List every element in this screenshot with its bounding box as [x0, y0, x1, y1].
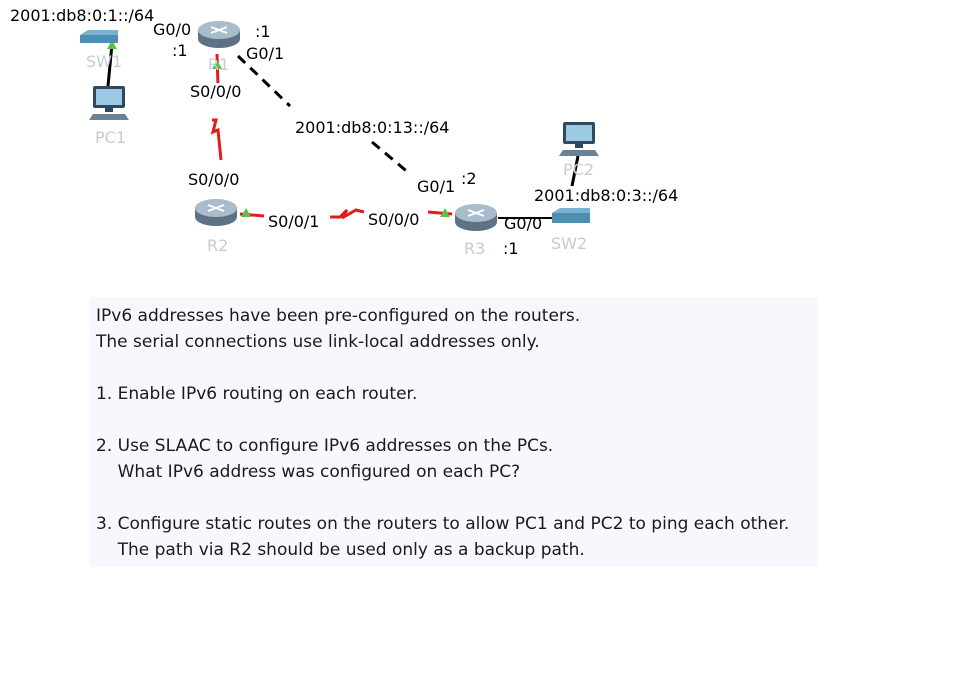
instruction-line — [96, 355, 812, 381]
topology-canvas — [80, 21, 599, 231]
instruction-line: What IPv6 address was configured on each… — [96, 462, 521, 482]
instructions-panel: IPv6 addresses have been pre-configured … — [90, 297, 818, 567]
pc1-label: PC1 — [95, 128, 126, 147]
sw2-label: SW2 — [551, 234, 588, 253]
switch-sw1[interactable] — [80, 30, 118, 43]
pc2-computer[interactable] — [559, 122, 599, 156]
r2-s000-label: S0/0/0 — [186, 170, 242, 189]
r2-s001-label: S0/0/1 — [268, 212, 320, 231]
r3-g00-label: G0/0 — [504, 214, 543, 233]
instruction-line — [96, 407, 812, 433]
r1-s000-label: S0/0/0 — [188, 82, 244, 101]
r1-r2-serial-link[interactable] — [215, 53, 220, 87]
pc1-computer[interactable] — [89, 86, 129, 120]
link-up-indicator — [107, 40, 117, 49]
pc2-sw2-link[interactable] — [570, 155, 580, 187]
instruction-line — [96, 485, 812, 511]
r2-label: R2 — [207, 236, 229, 255]
r2-r3-serial-zigzag[interactable] — [330, 208, 365, 220]
instruction-line: 1. Enable IPv6 routing on each router. — [96, 384, 418, 404]
router-r2[interactable] — [195, 199, 237, 226]
link-up-indicator — [241, 208, 251, 217]
link13-network-label: 2001:db8:0:13::/64 — [293, 118, 452, 137]
r3-label: R3 — [464, 239, 486, 258]
sw1-label: SW1 — [86, 52, 123, 71]
link-up-indicator — [440, 208, 450, 217]
instruction-line: IPv6 addresses have been pre-configured … — [96, 306, 581, 326]
r1-r2-serial-zigzag[interactable] — [210, 118, 223, 161]
r3-g01-label: G0/1 — [415, 177, 458, 196]
instruction-line: 3. Configure static routes on the router… — [96, 514, 790, 534]
pc2-label: PC2 — [563, 160, 594, 179]
lan1-network-label: 2001:db8:0:1::/64 — [8, 6, 157, 25]
pc1-sw1-link[interactable] — [106, 43, 114, 87]
router-r1[interactable] — [198, 21, 240, 48]
r1-r3-ethernet-link-lower[interactable] — [371, 140, 411, 176]
r1-r3-ethernet-link[interactable] — [236, 54, 292, 108]
instruction-line: The path via R2 should be used only as a… — [96, 540, 585, 560]
r3-g01-host-label: :2 — [461, 169, 477, 188]
lan3-network-label: 2001:db8:0:3::/64 — [532, 186, 681, 205]
r1-g01-label: G0/1 — [246, 44, 285, 63]
r1-g01-host-label: :1 — [255, 22, 271, 41]
r3-serial-stub[interactable] — [427, 210, 453, 216]
instruction-line: The serial connections use link-local ad… — [96, 332, 540, 352]
r1-g00-host-label: :1 — [172, 41, 188, 60]
router-r3[interactable] — [455, 204, 497, 231]
r1-label: R1 — [208, 55, 230, 74]
r3-g00-host-label: :1 — [503, 239, 519, 258]
instruction-line: 2. Use SLAAC to configure IPv6 addresses… — [96, 436, 554, 456]
switch-sw2[interactable] — [552, 208, 590, 223]
link-up-indicator — [212, 60, 222, 69]
r1-g00-label: G0/0 — [153, 20, 192, 39]
r3-s000-label: S0/0/0 — [368, 210, 420, 229]
